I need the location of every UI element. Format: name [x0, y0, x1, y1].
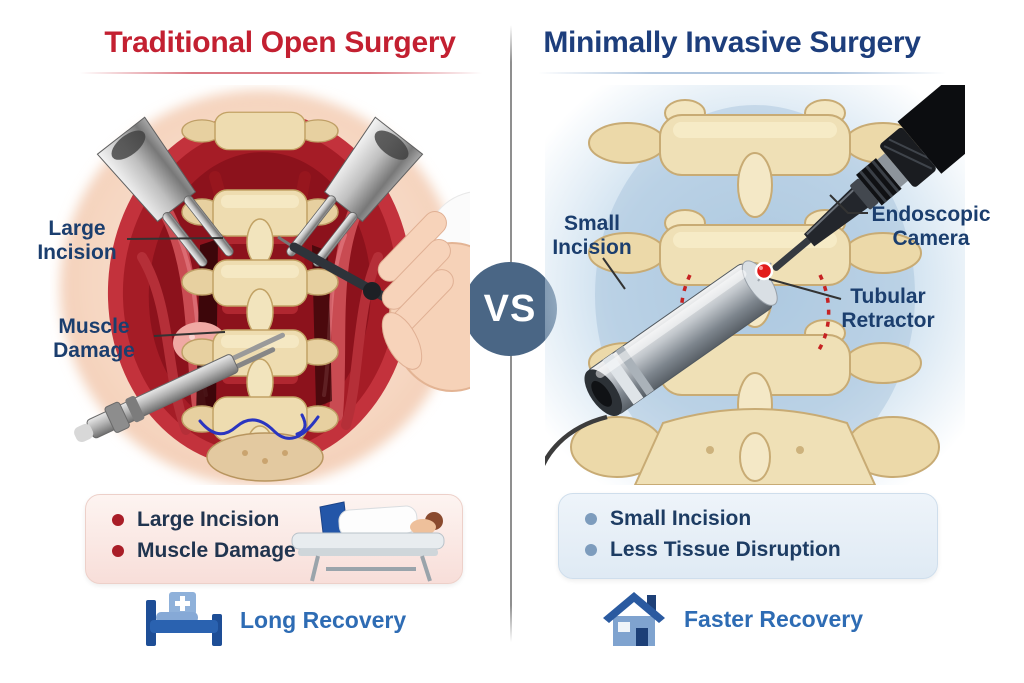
large-incision-label: Large Incision [37, 217, 117, 264]
left-summary-list: Large Incision Muscle Damage [86, 495, 462, 563]
bullet-label: Large Incision [137, 508, 280, 531]
bullet-label: Muscle Damage [137, 539, 296, 562]
tubular-retractor-label: Tubular Retractor [841, 285, 935, 332]
muscle-damage-pointer [153, 331, 226, 337]
house-icon [603, 592, 665, 646]
hospital-bed-icon [146, 592, 222, 646]
surgeon-hand [277, 191, 470, 392]
list-item: Small Incision [585, 507, 937, 531]
bullet-label: Small Incision [610, 507, 752, 530]
left-recovery: Long Recovery [146, 592, 406, 648]
small-incision-label: Small Incision [552, 212, 632, 259]
surgical-instrument [74, 332, 286, 443]
sacrum [570, 408, 940, 485]
endoscopic-camera-label: Endoscopic Camera [871, 203, 991, 250]
right-summary-box: Small Incision Less Tissue Disruption [558, 493, 938, 579]
endoscopic-camera [772, 85, 965, 271]
open-surgery-illustration [60, 90, 470, 485]
right-summary-list: Small Incision Less Tissue Disruption [559, 494, 937, 562]
exposed-spine [181, 111, 339, 482]
tubular-retractor-pointer [768, 278, 842, 300]
right-panel-title: Minimally Invasive Surgery [543, 26, 921, 59]
large-incision-pointer [126, 237, 224, 240]
bullet-label: Less Tissue Disruption [610, 538, 841, 561]
recovery-label: Faster Recovery [684, 605, 863, 632]
list-item: Less Tissue Disruption [585, 538, 937, 562]
tubular-retractor [584, 260, 778, 417]
list-item: Large Incision [112, 508, 462, 532]
list-item: Muscle Damage [112, 539, 462, 563]
retractor-right [286, 116, 424, 267]
left-summary-box: Large Incision Muscle Damage [85, 494, 463, 584]
suture-thread [198, 413, 320, 440]
right-title-underline [538, 72, 946, 74]
blue-bullet-icon [585, 513, 597, 525]
blue-bullet-icon [585, 544, 597, 556]
minimally-invasive-illustration [545, 85, 965, 485]
red-bullet-icon [112, 545, 124, 557]
red-bullet-icon [112, 514, 124, 526]
retractor-cable [545, 414, 608, 467]
recovery-label: Long Recovery [240, 606, 407, 633]
sacrum [206, 432, 324, 482]
endoscopic-camera-pointer [829, 194, 868, 214]
right-recovery: Faster Recovery [602, 590, 863, 648]
left-panel-title: Traditional Open Surgery [104, 26, 456, 59]
muscle-damage-label: Muscle Damage [53, 315, 135, 362]
incision-point [754, 261, 774, 281]
left-title-underline [80, 72, 482, 74]
retractor-left [96, 116, 234, 267]
patient-stretcher-illustration [291, 501, 445, 582]
vs-badge: VS [463, 262, 557, 356]
small-incision-pointer [602, 257, 626, 290]
